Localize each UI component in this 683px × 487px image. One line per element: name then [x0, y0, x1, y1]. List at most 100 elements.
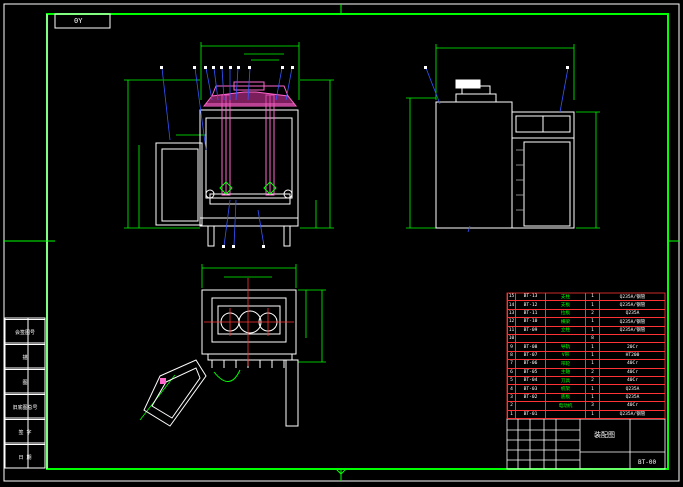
- side-view: [406, 44, 600, 233]
- bom-cell-code: BT-12: [515, 301, 545, 309]
- bom-cell-qty: 1: [585, 326, 599, 334]
- bom-cell-material: 40Cr: [599, 368, 665, 376]
- strip-label: 日 期: [5, 444, 45, 469]
- strip-label: 图: [5, 369, 45, 394]
- bom-cell-name: 支柱: [545, 293, 585, 301]
- sheet-code: 0Y: [74, 17, 83, 25]
- bom-cell-qty: 1: [585, 301, 599, 309]
- strip-label: 旧底图总号: [5, 394, 45, 419]
- bom-cell-no: 8: [507, 351, 515, 360]
- bom-cell-no: 10: [507, 335, 515, 343]
- bom-cell-material: Q235A/钢管: [599, 326, 665, 334]
- bom-cell-name: 立柱: [545, 326, 585, 334]
- bom-cell-no: 11: [507, 326, 515, 334]
- bom-cell-no: 9: [507, 343, 515, 351]
- bom-cell-no: 13: [507, 309, 515, 318]
- bom-cell-name: 拉板: [545, 309, 585, 318]
- bom-cell-material: Q235A/钢管: [599, 301, 665, 309]
- bom-cell-qty: 1: [585, 410, 599, 418]
- bom-cell-code: [515, 335, 545, 343]
- bom-cell-code: BT-10: [515, 318, 545, 326]
- bom-cell-name: 导轨: [545, 343, 585, 351]
- bom-cell-name: 刀具: [545, 377, 585, 385]
- bom-cell-qty: 2: [585, 309, 599, 318]
- bom-cell-qty: 1: [585, 385, 599, 393]
- bom-cell-no: 15: [507, 293, 515, 301]
- bom-cell-code: BT-04: [515, 377, 545, 385]
- bom-cell-code: BT-11: [515, 309, 545, 318]
- bom-cell-qty: 1: [585, 351, 599, 360]
- bom-cell-name: 主轴: [545, 368, 585, 376]
- bom-cell-code: BT-03: [515, 385, 545, 393]
- bom-cell-no: 4: [507, 385, 515, 393]
- bom-cell-qty: 1: [585, 293, 599, 301]
- title-block-grid: [506, 418, 666, 470]
- bom-cell-no: 14: [507, 301, 515, 309]
- bom-cell-qty: 3: [585, 402, 599, 410]
- bom-cell-no: 1: [507, 410, 515, 418]
- bom-cell-qty: 1: [585, 318, 599, 326]
- title-block-drawing-no: BT-00: [638, 459, 657, 466]
- bom-cell-material: 20Cr: [599, 343, 665, 351]
- bom-cell-qty: 1: [585, 343, 599, 351]
- strip-label: 会签图号: [5, 319, 45, 344]
- bom-cell-no: 2: [507, 402, 515, 410]
- bom-cell-material: [599, 335, 665, 343]
- bom-cell-name: [545, 410, 585, 418]
- bom-cell-material: Q235A/钢管: [599, 410, 665, 418]
- bom-cell-code: BT-08: [515, 343, 545, 351]
- bom-cell-name: 带轮: [545, 360, 585, 368]
- bom-cell-material: Q235A: [599, 309, 665, 318]
- bom-cell-material: Q235A: [599, 393, 665, 402]
- bom-cell-name: 支板: [545, 301, 585, 309]
- bom-cell-code: BT-05: [515, 368, 545, 376]
- bom-cell-code: BT-06: [515, 360, 545, 368]
- bom-cell-name: [545, 335, 585, 343]
- bom-cell-material: 40Cr: [599, 402, 665, 410]
- strip-label: 签 字: [5, 419, 45, 444]
- bom-cell-qty: 8: [585, 335, 599, 343]
- title-block-main-title: 装配图: [594, 431, 615, 439]
- bom-cell-name: 底板: [545, 393, 585, 402]
- bom-cell-name: 电动机: [545, 402, 585, 410]
- bom-cell-qty: 2: [585, 368, 599, 376]
- bom-row: 10 8: [507, 335, 665, 344]
- bom-cell-qty: 1: [585, 360, 599, 368]
- bom-cell-no: 7: [507, 360, 515, 368]
- bom-cell-code: [515, 402, 545, 410]
- bom-cell-material: Q235A/钢管: [599, 293, 665, 301]
- bom-cell-material: 40Cr: [599, 360, 665, 368]
- strip-label: 描: [5, 344, 45, 369]
- bom-cell-material: Q235A: [599, 385, 665, 393]
- bom-cell-no: 3: [507, 393, 515, 402]
- bom-cell-code: BT-01: [515, 410, 545, 418]
- bom-cell-code: BT-02: [515, 393, 545, 402]
- bom-cell-code: BT-07: [515, 351, 545, 360]
- bom-cell-code: BT-13: [515, 293, 545, 301]
- bom-cell-no: 12: [507, 318, 515, 326]
- bom-cell-name: V带: [545, 351, 585, 360]
- bom-cell-qty: 1: [585, 393, 599, 402]
- bom-cell-no: 5: [507, 377, 515, 385]
- bom-cell-no: 6: [507, 368, 515, 376]
- bom-cell-material: HT200: [599, 351, 665, 360]
- bom-cell-qty: 2: [585, 377, 599, 385]
- front-view: [124, 42, 334, 248]
- bom-cell-name: 横梁: [545, 318, 585, 326]
